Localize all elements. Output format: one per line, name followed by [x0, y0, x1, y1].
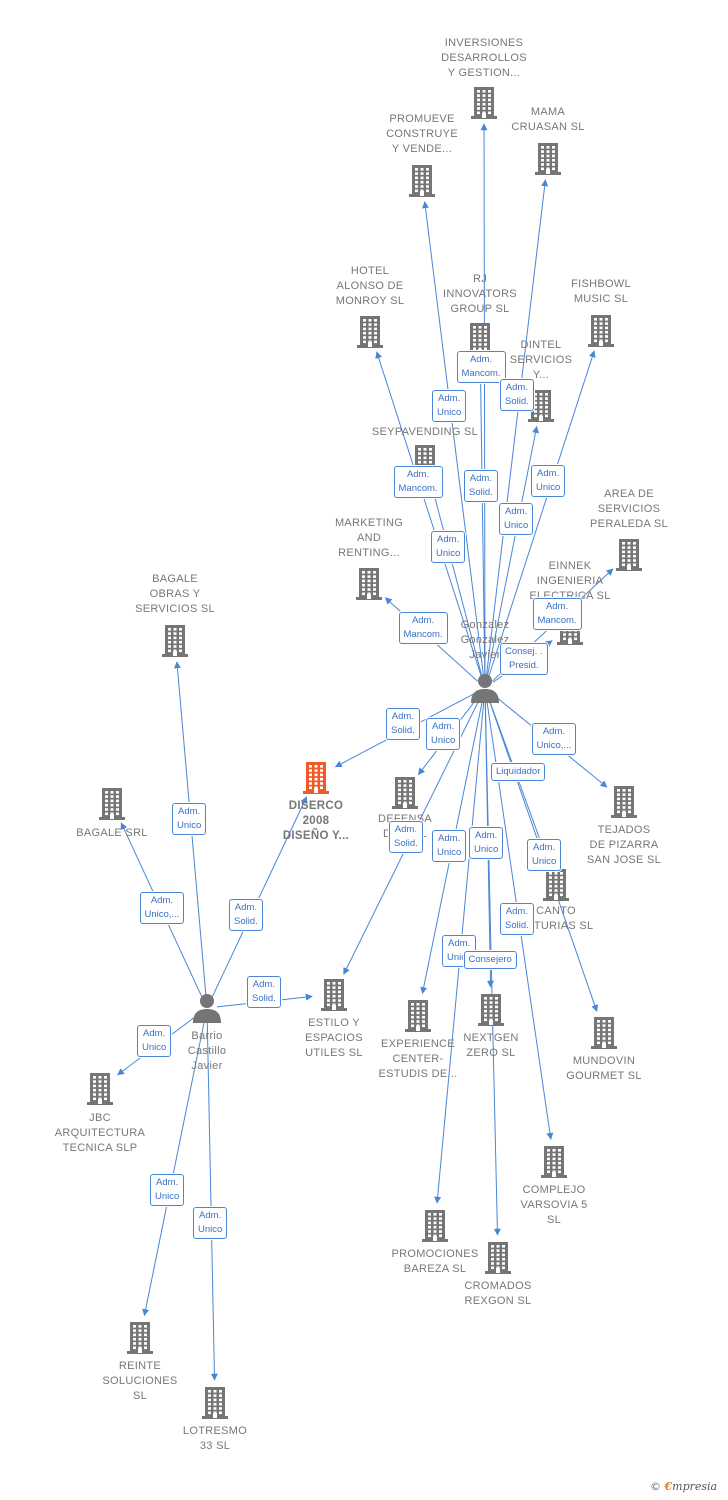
company-label-promociones[interactable]: PROMOCIONES BAREZA SL — [391, 1248, 479, 1275]
company-label-hotel[interactable]: HOTEL ALONSO DE MONROY SL — [335, 265, 405, 307]
company-label-area[interactable]: AREA DE SERVICIOS PERALEDA SL — [590, 488, 668, 530]
building-icon[interactable] — [392, 775, 418, 814]
relation-tag: Adm. Mancom. — [532, 598, 582, 630]
building-icon[interactable] — [202, 1385, 228, 1424]
building-icon[interactable] — [485, 1240, 511, 1279]
company-label-marketing[interactable]: MARKETING AND RENTING... — [334, 517, 404, 559]
relation-tag: Adm. Unico — [499, 503, 534, 535]
relation-tag: Adm. Solid. — [247, 976, 281, 1008]
relation-tag: Adm. Unico — [137, 1025, 172, 1057]
empresia-logo-icon: € — [664, 1480, 673, 1493]
building-icon[interactable] — [543, 867, 569, 906]
edge-gonzalez-rj — [476, 359, 486, 679]
edge-gonzalez-mama — [485, 179, 549, 679]
relation-tag: Adm. Unico — [531, 465, 566, 497]
edge-gonzalez-seypavending — [428, 480, 483, 679]
company-label-mundovin[interactable]: MUNDOVIN GOURMET SL — [566, 1055, 642, 1082]
company-label-experience[interactable]: EXPERIENCE CENTER- ESTUDIS DE... — [378, 1038, 458, 1080]
relation-tag: Liquidador — [491, 763, 546, 781]
relation-tag: Adm. Unico — [426, 718, 461, 750]
company-label-nextgen[interactable]: NEXTGEN ZERO SL — [463, 1032, 519, 1059]
relation-tag: Adm. Unico — [432, 390, 467, 422]
relation-tag: Adm. Mancom. — [456, 351, 506, 383]
person-label-gonzalez[interactable]: Gonzalez Gonzalez Javier — [460, 619, 510, 661]
company-label-cromados[interactable]: CROMADOS REXGON SL — [464, 1280, 532, 1307]
company-label-fishbowl[interactable]: FISHBOWL MUSIC SL — [571, 278, 631, 305]
building-icon[interactable] — [87, 1071, 113, 1110]
building-icon[interactable] — [616, 537, 642, 576]
company-label-bagale_srl[interactable]: BAGALE SRL — [76, 827, 148, 839]
company-label-rj[interactable]: RJ INNOVATORS GROUP SL — [443, 273, 517, 315]
relation-tag: Adm. Solid. — [386, 708, 420, 740]
building-icon[interactable] — [588, 313, 614, 352]
relation-tag: Adm. Unico,... — [139, 892, 185, 924]
relation-tag: Adm. Unico — [172, 803, 207, 835]
building-icon[interactable] — [478, 992, 504, 1031]
building-icon[interactable] — [409, 163, 435, 202]
relation-tag: Adm. Solid. — [464, 470, 498, 502]
building-icon[interactable] — [99, 786, 125, 825]
relation-tag: Adm. Solid. — [500, 379, 534, 411]
relation-tag: Adm. Mancom. — [398, 612, 448, 644]
relation-tag: Consej. . Presid. — [500, 643, 548, 675]
building-icon[interactable] — [611, 784, 637, 823]
building-icon[interactable] — [321, 977, 347, 1016]
relation-tag: Adm. Unico,... — [531, 723, 577, 755]
relation-tag: Adm. Unico — [431, 531, 466, 563]
edge-gonzalez-fishbowl — [487, 350, 596, 679]
building-icon[interactable] — [127, 1320, 153, 1359]
relation-tag: Consejero — [463, 951, 517, 969]
building-icon[interactable] — [356, 566, 382, 605]
building-icon[interactable] — [471, 85, 497, 124]
relation-tag: Adm. Unico — [193, 1207, 228, 1239]
brand-name: mpresia — [672, 1480, 718, 1493]
building-icon[interactable] — [357, 314, 383, 353]
relation-tag: Adm. Unico — [150, 1174, 185, 1206]
company-label-dintel[interactable]: DINTEL SERVICIOS Y... — [509, 339, 573, 381]
building-icon[interactable] — [535, 141, 561, 180]
company-label-inversiones[interactable]: INVERSIONES DESARROLLOS Y GESTION... — [441, 37, 527, 79]
edge-barrio-reinte — [142, 1017, 206, 1317]
main-company-building-icon[interactable] — [303, 760, 329, 799]
relation-tag: Adm. Unico — [432, 830, 467, 862]
person-icon[interactable] — [470, 673, 500, 708]
company-label-bagale_obras[interactable]: BAGALE OBRAS Y SERVICIOS SL — [135, 573, 215, 615]
edge-gonzalez-promueve — [422, 201, 485, 679]
relation-tag: Adm. Unico — [527, 839, 562, 871]
building-icon[interactable] — [541, 1144, 567, 1183]
relation-tag: Adm. Solid. — [500, 903, 534, 935]
company-label-lotresmo[interactable]: LOTRESMO 33 SL — [182, 1425, 248, 1452]
relation-tag: Adm. Solid. — [389, 821, 423, 853]
company-label-mama[interactable]: MAMA CRUASAN SL — [511, 106, 585, 133]
company-label-seypavending[interactable]: SEYPAVENDING SL — [371, 426, 479, 438]
person-icon[interactable] — [192, 993, 222, 1028]
building-icon[interactable] — [591, 1015, 617, 1054]
person-label-barrio[interactable]: Barrio Castillo Javier — [187, 1030, 227, 1072]
empresia-brand[interactable]: © €mpresia — [650, 1480, 717, 1493]
relation-tag: Adm. Unico — [469, 827, 504, 859]
building-icon[interactable] — [162, 623, 188, 662]
company-label-complejo[interactable]: COMPLEJO VARSOVIA 5 SL — [520, 1184, 588, 1226]
company-label-estilo[interactable]: ESTILO Y ESPACIOS UTILES SL — [305, 1017, 363, 1059]
copyright-icon: © — [650, 1480, 661, 1493]
company-label-tejados[interactable]: TEJADOS DE PIZARRA SAN JOSE SL — [586, 824, 662, 866]
edge-gonzalez-inversiones — [480, 123, 488, 679]
company-label-diserco[interactable]: DISERCO 2008 DISEÑO Y... — [282, 800, 350, 842]
edge-gonzalez-hotel — [375, 351, 483, 679]
building-icon[interactable] — [405, 998, 431, 1037]
edge-barrio-diserco — [210, 796, 308, 1000]
company-label-reinte[interactable]: REINTE SOLUCIONES SL — [102, 1360, 178, 1402]
edge-gonzalez-dintel — [486, 425, 539, 679]
company-label-jbc[interactable]: JBC ARQUITECTURA TECNICA SLP — [54, 1112, 146, 1154]
building-icon[interactable] — [422, 1208, 448, 1247]
building-icon[interactable] — [528, 388, 554, 427]
relation-tag: Adm. Mancom. — [393, 466, 443, 498]
company-label-promueve[interactable]: PROMUEVE CONSTRUYE Y VENDE... — [386, 113, 458, 155]
edge-barrio-lotresmo — [206, 1017, 218, 1381]
relation-tag: Adm. Solid. — [229, 899, 263, 931]
